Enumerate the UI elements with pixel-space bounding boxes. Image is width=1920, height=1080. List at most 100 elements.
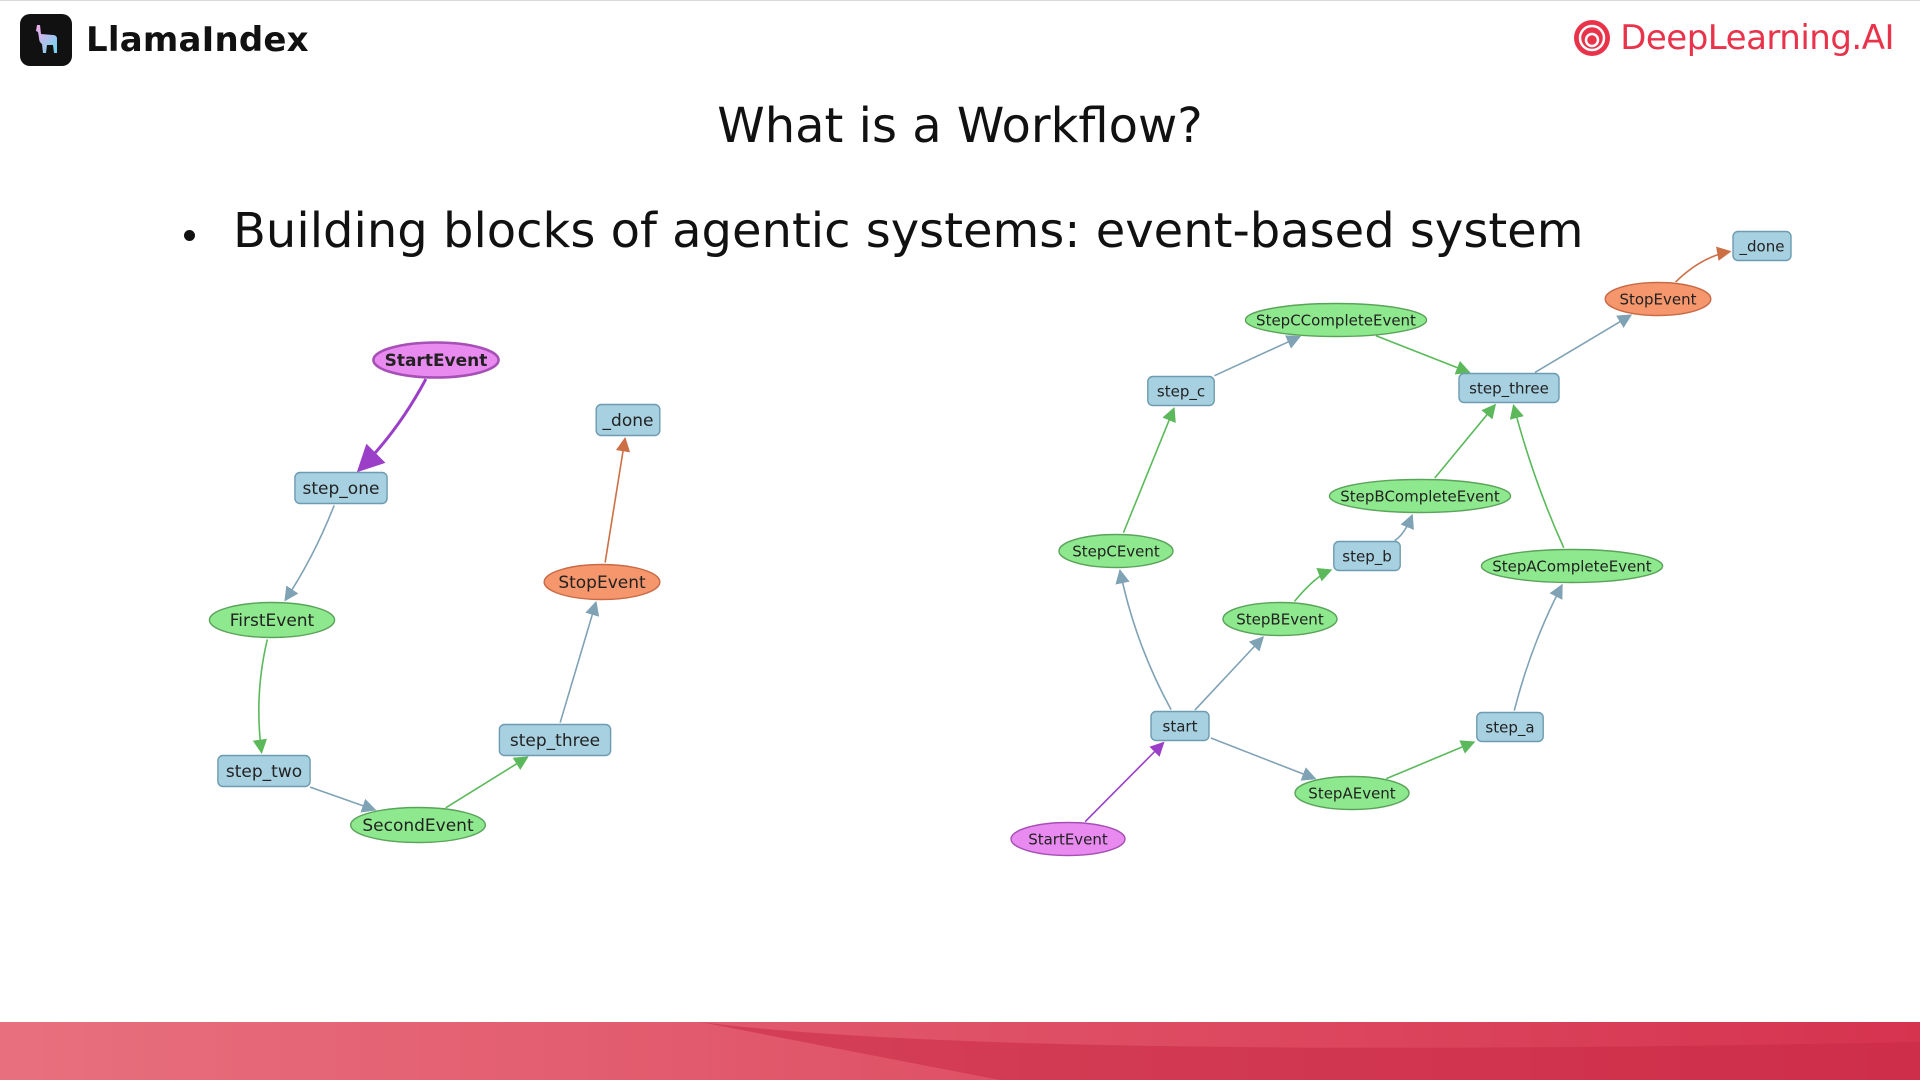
node-shape [1244, 302, 1428, 338]
edge-step-two-to-secondevent [309, 786, 377, 813]
edge-step-b-to-stepbcompleteevent [1394, 513, 1414, 542]
edge-step-c-to-stepccompleteevent [1214, 335, 1302, 377]
node-label: _done [1739, 237, 1785, 256]
node-shape [1604, 281, 1712, 317]
node-label: _done [602, 411, 654, 431]
slide-title: What is a Workflow? [717, 98, 1203, 154]
node-step-c: step_c [1147, 375, 1215, 407]
node-label: step_one [303, 479, 380, 499]
node-stepccompleteevent: StepCCompleteEvent [1244, 302, 1428, 338]
node-shape [1010, 821, 1126, 857]
node-label: SecondEvent [362, 816, 474, 836]
deeplearning-logo: DeepLearning.AI [1572, 18, 1894, 58]
node-shape [1058, 533, 1174, 569]
node-shape [1328, 478, 1512, 514]
node-start: start [1150, 710, 1210, 742]
node-shape [1150, 710, 1210, 742]
node-secondevent: SecondEvent [349, 806, 487, 844]
node-shape [349, 806, 487, 844]
node-label: FirstEvent [230, 611, 315, 631]
node-shape [294, 471, 388, 505]
edge-stepacompleteevent-to-step-three [1509, 404, 1565, 549]
edge-start-to-stepbevent [1194, 636, 1265, 711]
llamaindex-logo: LlamaIndex [20, 14, 309, 66]
node-shape [595, 403, 661, 437]
node-step-b: step_b [1333, 540, 1401, 572]
node-label: StepACompleteEvent [1492, 557, 1652, 575]
node-stepacompleteevent: StepACompleteEvent [1480, 548, 1664, 584]
node-label: start [1163, 717, 1198, 735]
node-label: StepCCompleteEvent [1256, 311, 1416, 329]
node-step-one: step_one [294, 471, 388, 505]
node-label: step_a [1485, 718, 1534, 737]
node-label: step_three [1469, 379, 1549, 398]
node-label: StepAEvent [1308, 784, 1396, 802]
edge-firstevent-to-step-two [252, 639, 269, 754]
node-shape [1333, 540, 1401, 572]
node-stepaevent: StepAEvent [1294, 775, 1410, 811]
node-shape [498, 723, 612, 757]
node-label: step_c [1157, 382, 1205, 401]
node-shape [1732, 230, 1792, 262]
node-label: StartEvent [385, 351, 488, 371]
edge-secondevent-to-step-three [445, 756, 529, 809]
node-stepcevent: StepCEvent [1058, 533, 1174, 569]
llamaindex-wordmark: LlamaIndex [86, 20, 309, 60]
node-step-a: step_a [1476, 711, 1544, 743]
node-shape [372, 341, 500, 379]
edge-startevent-to-start [1084, 741, 1165, 823]
node-shape [543, 563, 661, 601]
node-step-two: step_two [217, 754, 311, 788]
node-label: StepBEvent [1236, 610, 1324, 628]
edge-start-to-stepcevent [1115, 569, 1172, 711]
edge-stepbcompleteevent-to-step-three [1434, 403, 1497, 479]
node-shape [1147, 375, 1215, 407]
edge-stepccompleteevent-to-step-three [1375, 334, 1471, 375]
edge-step-a-to-stepacompleteevent [1513, 583, 1563, 711]
node--done: _done [1732, 230, 1792, 262]
node-startevent: StartEvent [372, 341, 500, 379]
right-diagram-edges [1084, 246, 1732, 823]
bullet-item: Building blocks of agentic systems: even… [184, 203, 1583, 259]
node-label: StopEvent [1619, 290, 1696, 308]
edge-start-to-stepaevent [1210, 737, 1317, 781]
node-label: step_three [510, 731, 600, 751]
node-shape [217, 754, 311, 788]
node-stopevent: StopEvent [1604, 281, 1712, 317]
llama-icon [20, 14, 72, 66]
left-diagram-edges [252, 378, 631, 813]
node--done: _done [595, 403, 661, 437]
node-shape [1476, 711, 1544, 743]
node-shape [208, 601, 336, 639]
deeplearning-icon [1574, 20, 1611, 56]
edge-stepcevent-to-step-c [1122, 406, 1176, 534]
node-firstevent: FirstEvent [208, 601, 336, 639]
edge-stepbevent-to-step-b [1293, 568, 1333, 602]
node-startevent: StartEvent [1010, 821, 1126, 857]
node-step-three: step_three [498, 723, 612, 757]
node-label: StepBCompleteEvent [1340, 487, 1500, 505]
node-stopevent: StopEvent [543, 563, 661, 601]
node-step-three: step_three [1458, 372, 1560, 404]
edge-step-three-to-stopevent [559, 600, 600, 723]
deeplearning-wordmark: DeepLearning.AI [1620, 18, 1894, 58]
edge-stepaevent-to-step-a [1386, 740, 1476, 780]
node-shape [1294, 775, 1410, 811]
node-shape [1222, 601, 1338, 637]
edge-step-one-to-firstevent [284, 505, 335, 602]
top-rule [0, 0, 1920, 1]
node-label: step_two [226, 762, 302, 782]
edge-startevent-to-step-one [356, 378, 428, 473]
bullet-dot [184, 229, 195, 241]
node-stepbcompleteevent: StepBCompleteEvent [1328, 478, 1512, 514]
edge-step-three-to-stopevent [1534, 314, 1633, 374]
node-label: StepCEvent [1072, 542, 1160, 560]
bullet-text: Building blocks of agentic systems: even… [233, 203, 1584, 259]
edge-stopevent-to--done [604, 437, 631, 563]
edge-stopevent-to--done [1675, 246, 1732, 283]
node-label: step_b [1342, 547, 1391, 566]
right-diagram-nodes: StartEventstartStepCEventStepBEventStepA… [1010, 230, 1792, 857]
footer-band [0, 1022, 1920, 1080]
